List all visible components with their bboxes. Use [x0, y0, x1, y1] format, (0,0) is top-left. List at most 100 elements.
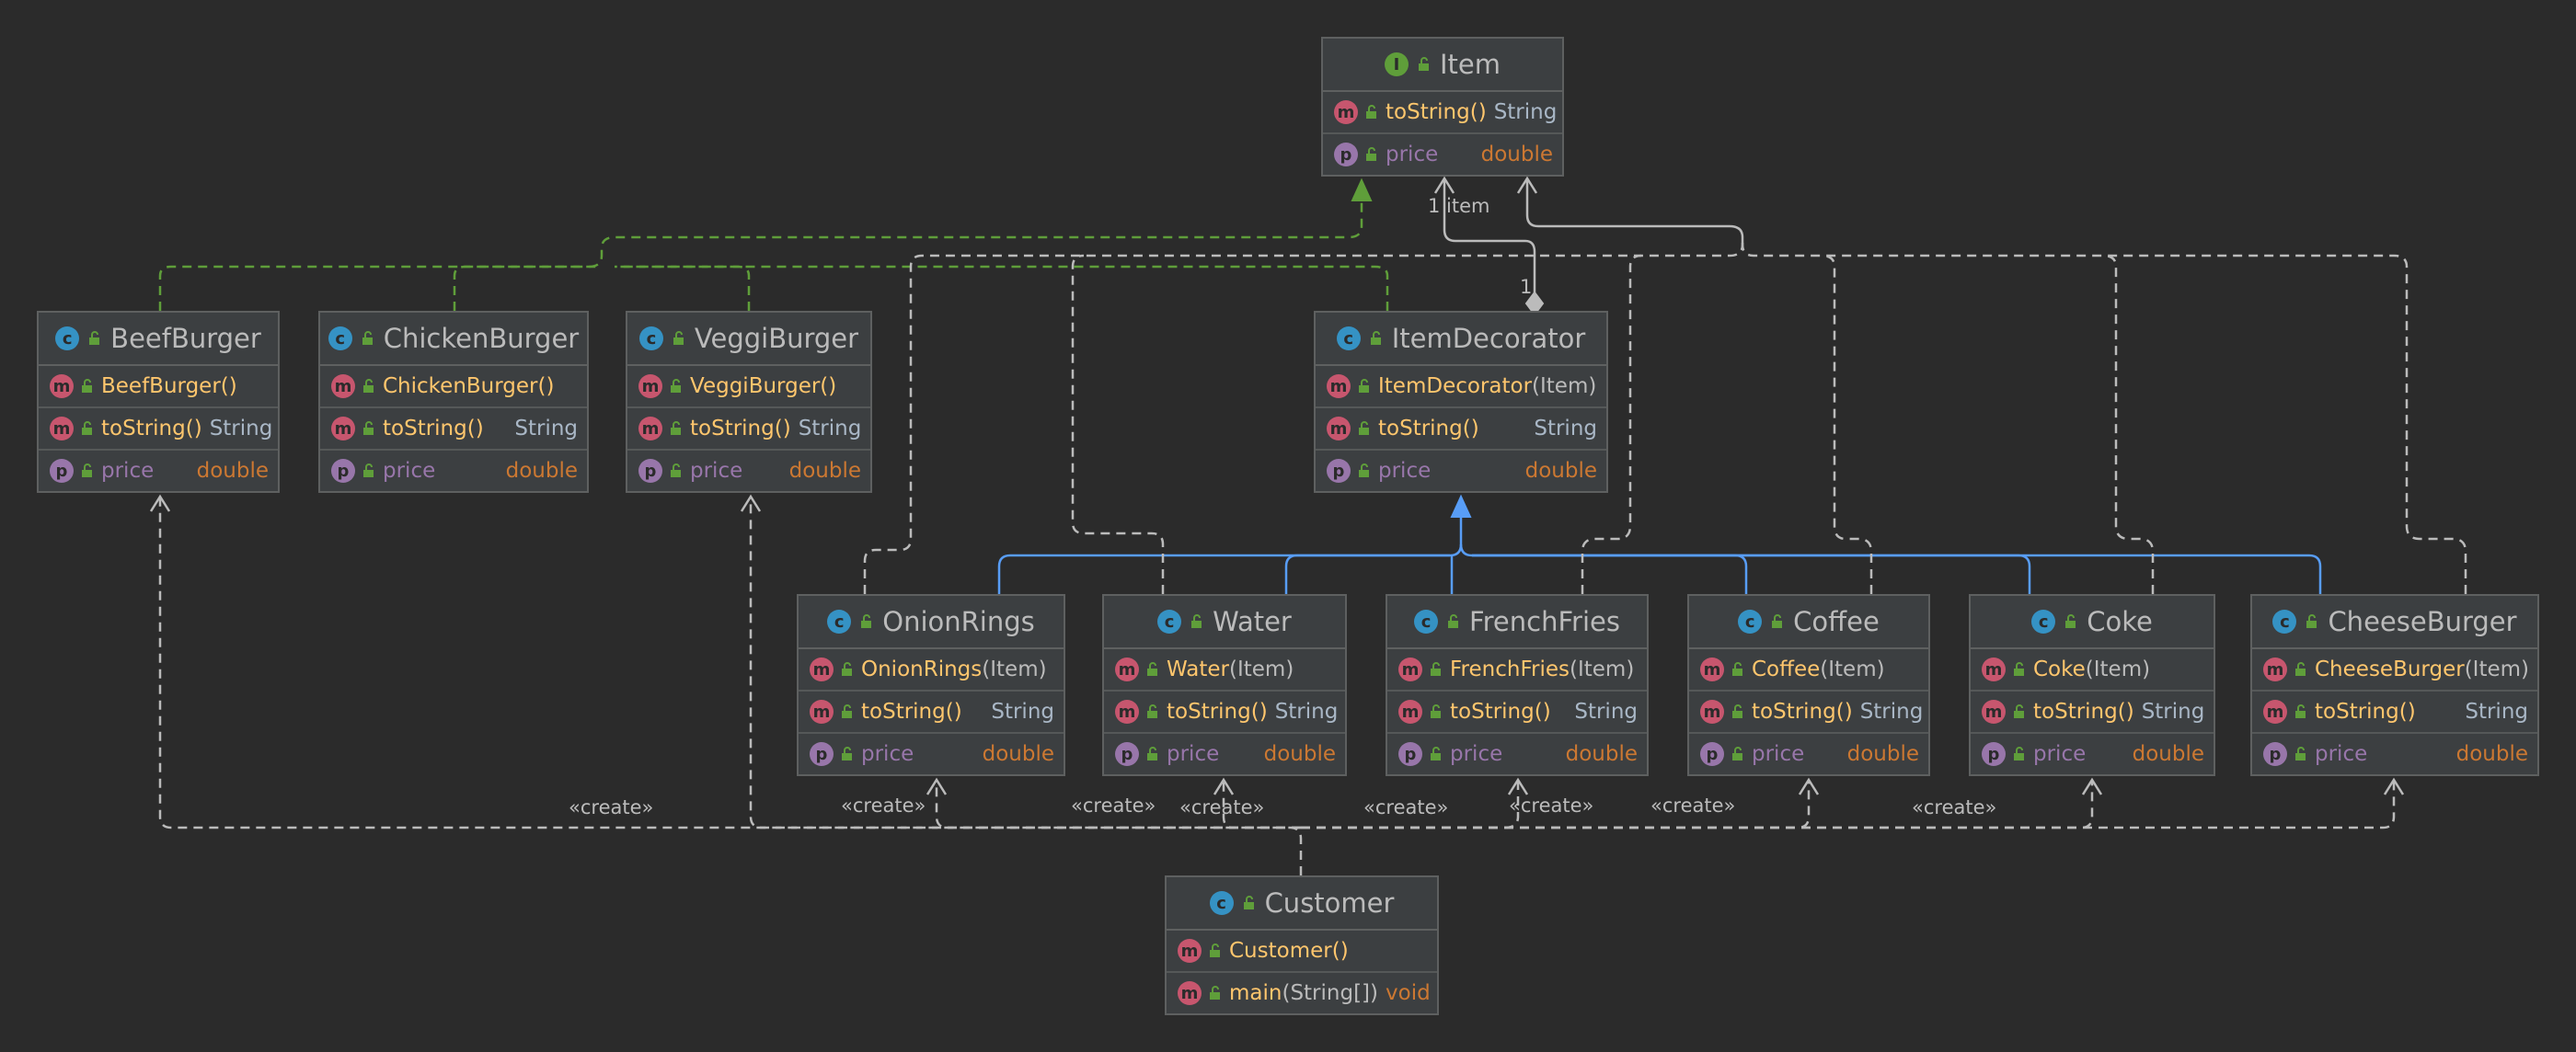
lock-public-icon	[1243, 896, 1254, 909]
method-name: toString()	[2315, 700, 2416, 724]
lock-public-icon	[842, 704, 852, 718]
method-icon: m	[1115, 700, 1139, 724]
method-name: BeefBurger()	[101, 374, 237, 398]
extends-edge-coffee	[1459, 543, 1748, 594]
class-icon: c	[2272, 610, 2297, 634]
lock-public-icon	[363, 379, 374, 393]
class-title: OnionRings	[882, 606, 1035, 637]
arrow-head-open	[1213, 777, 1235, 795]
method-icon: m	[1327, 417, 1351, 440]
method-args: (Item)	[982, 658, 1047, 681]
method-name: Coffee(Item)	[1752, 658, 1885, 681]
property-name: price	[101, 459, 155, 483]
method-name: Water(Item)	[1167, 658, 1294, 681]
lock-public-icon	[1359, 463, 1369, 477]
lock-public-icon	[1147, 662, 1157, 676]
return-type: double	[1565, 742, 1638, 766]
lock-public-icon	[1732, 704, 1742, 718]
class-title: Customer	[1264, 887, 1395, 919]
method-args: (Item)	[1229, 658, 1294, 681]
role-label: item	[1446, 195, 1490, 217]
method-name: ItemDecorator(Item)	[1378, 374, 1597, 398]
class-title: FrenchFries	[1469, 606, 1620, 637]
extends-arrow-head	[1450, 494, 1472, 518]
lock-public-icon	[2295, 747, 2306, 760]
create-label: «create»	[1650, 795, 1736, 817]
create-label: «create»	[569, 796, 654, 818]
property-name: price	[2315, 742, 2368, 766]
return-type: String	[2141, 700, 2205, 724]
property-icon: p	[1398, 742, 1422, 766]
create-label: «create»	[1912, 796, 1997, 818]
property-name: price	[1752, 742, 1805, 766]
property-icon: p	[1982, 742, 2006, 766]
method-icon: m	[638, 374, 662, 398]
create-label: «create»	[1363, 796, 1449, 818]
method-icon: m	[810, 700, 834, 724]
method-name: toString()	[690, 417, 791, 440]
property-name: price	[1167, 742, 1220, 766]
method-name: CheeseBurger(Item)	[2315, 658, 2529, 681]
return-type: String	[209, 417, 273, 440]
return-type: double	[788, 459, 861, 483]
